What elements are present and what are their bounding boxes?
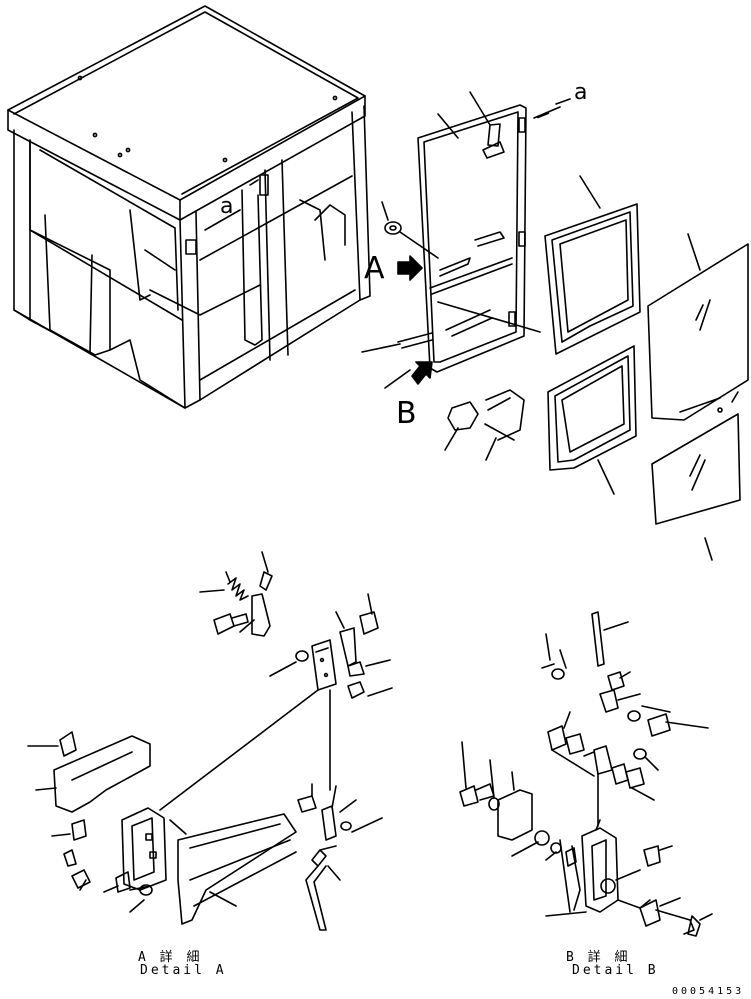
cab-reference-a-label: a [220,194,234,219]
door-reference-a-label: a [574,80,588,105]
view-b-arrow [412,362,432,384]
view-b-label: B [396,396,417,431]
detail-a-caption-jp: A 詳 細 [138,950,203,965]
detail-b-assembly [460,612,712,936]
detail-b-caption-jp: B 詳 細 [566,950,631,965]
cab-frame [8,6,370,408]
view-a-label: A [364,251,385,286]
view-a-arrow [398,256,422,280]
detail-a-assembly [28,552,392,930]
glass-and-seals [545,176,748,560]
detail-a-caption-en: Detail A [140,963,227,978]
door-frame [362,92,570,460]
drawing-number: 00054153 [672,986,745,997]
detail-b-caption-en: Detail B [572,963,659,978]
